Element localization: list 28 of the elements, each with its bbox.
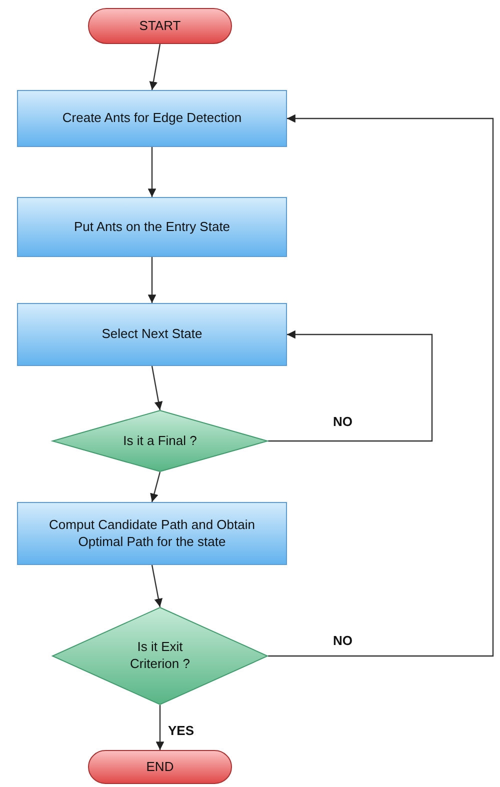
node-label: Is it Exit Criterion ? [129,639,191,673]
node-label: Is it a Final ? [123,432,197,450]
process-box [17,303,287,366]
arrow [148,257,156,303]
node-label: Create Ants for Edge Detection [62,110,242,127]
arrow [151,564,163,608]
edge-label: YES [168,723,194,738]
arrow [268,114,494,657]
arrow [151,366,163,410]
arrow [156,705,164,750]
node-label: Put Ants on the Entry State [74,218,230,236]
decision-diamond [52,410,268,472]
process-box [17,90,287,147]
terminal-pill [88,750,232,784]
process-box [17,197,287,257]
edge-label: NO [333,414,352,429]
arrow [268,330,433,442]
decision-diamond [52,607,268,705]
terminal-pill [88,8,232,44]
node-label: END [146,758,174,776]
node-label: START [139,18,181,34]
arrow [148,147,156,197]
node-label: Select Next State [102,326,202,343]
arrow [149,44,161,90]
edge-label: NO [333,633,352,648]
node-label: Comput Candidate Path and Obtain Optimal Path for the state [48,516,256,550]
process-box [17,502,287,565]
arrow [150,472,161,502]
